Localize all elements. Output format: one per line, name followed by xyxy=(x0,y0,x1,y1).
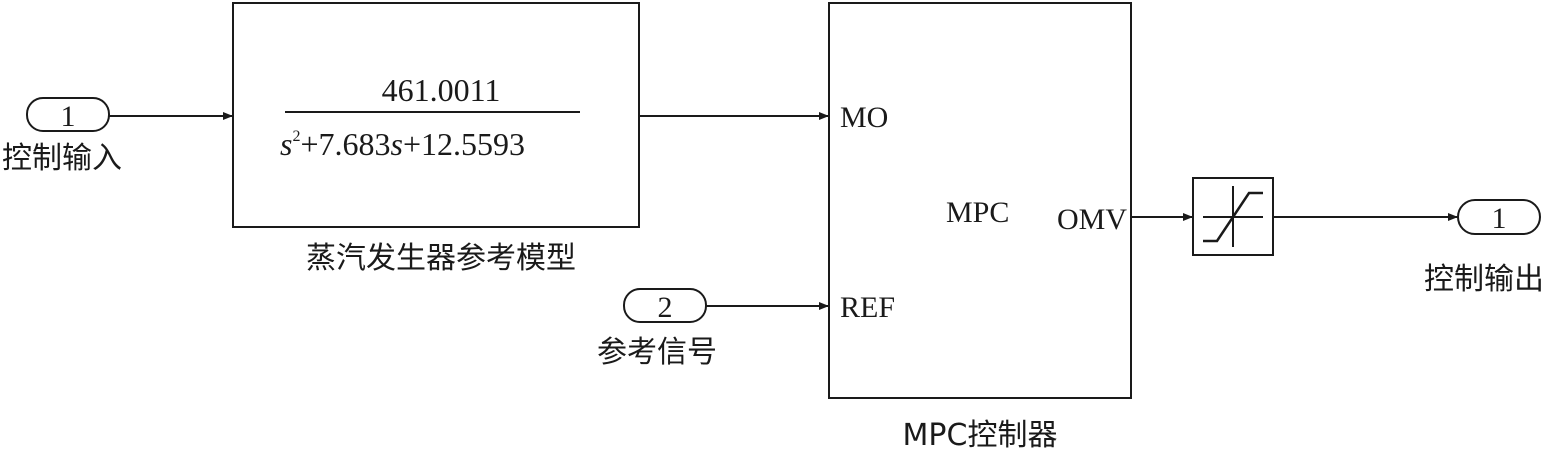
saturation-block[interactable] xyxy=(1192,177,1274,256)
inport-reference-signal-number: 2 xyxy=(658,291,673,324)
inport-control-input[interactable]: 1 xyxy=(26,97,110,133)
plant-denominator: s2+7.683s+12.5593 xyxy=(280,126,525,162)
plant-transfer-function-block[interactable]: 461.0011 s2+7.683s+12.5593 xyxy=(232,2,640,228)
saturation-icon xyxy=(1203,191,1263,243)
mpc-port-mo: MO xyxy=(840,101,888,134)
inport-reference-signal[interactable]: 2 xyxy=(623,288,707,324)
plant-label: 蒸汽发生器参考模型 xyxy=(306,241,576,276)
inport-control-input-number: 1 xyxy=(61,100,76,133)
inport-reference-signal-label: 参考信号 xyxy=(597,335,717,370)
outport-control-output-label: 控制输出 xyxy=(1424,262,1544,297)
mpc-port-ref: REF xyxy=(840,291,895,324)
mpc-controller-block[interactable]: MO REF MPC OMV xyxy=(828,2,1132,399)
plant-numerator: 461.0011 xyxy=(382,72,501,108)
mpc-center-text: MPC xyxy=(946,196,1009,229)
mpc-port-omv: OMV xyxy=(1057,203,1127,236)
outport-control-output-number: 1 xyxy=(1492,202,1507,235)
inport-control-input-label: 控制输入 xyxy=(2,141,122,176)
outport-control-output[interactable]: 1 xyxy=(1457,199,1541,235)
mpc-label: MPC控制器 xyxy=(903,418,1058,453)
